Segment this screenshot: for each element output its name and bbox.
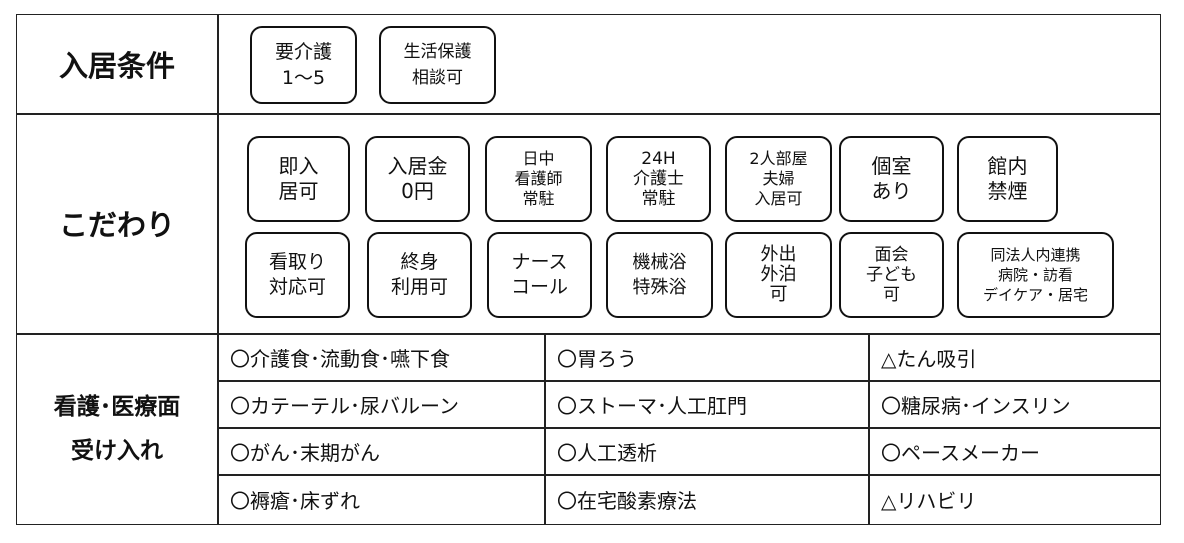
- medical-item: △たん吸引: [881, 346, 977, 371]
- feature-tag-text: 即入 居可: [278, 154, 319, 203]
- features-label: こだわり: [58, 208, 175, 242]
- label-column-divider: [217, 14, 219, 525]
- feature-tag-text: 同法人内連携 病院・訪看 デイケア・居宅: [982, 246, 1088, 304]
- feature-tag: 個室 あり: [839, 136, 944, 222]
- feature-tag: 同法人内連携 病院・訪看 デイケア・居宅: [957, 232, 1114, 318]
- feature-tag: 看取り 対応可: [245, 232, 350, 318]
- medical-item: 〇糖尿病･インスリン: [881, 393, 1071, 418]
- feature-tag-text: ナース コール: [510, 251, 568, 298]
- feature-tag-text: 個室 あり: [871, 154, 912, 203]
- feature-tag: 館内 禁煙: [957, 136, 1058, 222]
- feature-tag: 2人部屋 夫婦 入居可: [725, 136, 832, 222]
- feature-tag: 24H 介護士 常駐: [606, 136, 711, 222]
- medical-item: 〇褥瘡･床ずれ: [230, 489, 360, 513]
- feature-tag-text: 機械浴 特殊浴: [632, 252, 687, 298]
- feature-tag-text: 看取り 対応可: [268, 251, 326, 298]
- feature-tag: 日中 看護師 常駐: [485, 136, 592, 222]
- medical-col-divider-2: [868, 333, 870, 525]
- feature-tag-text: 24H 介護士 常駐: [633, 149, 684, 209]
- medical-item: 〇ペースメーカー: [881, 440, 1040, 465]
- feature-tag-text: 外出 外泊 可: [760, 244, 797, 305]
- medical-row-divider-2: [217, 427, 1161, 429]
- medical-item: 〇在宅酸素療法: [557, 489, 697, 513]
- medical-label-line1: 看護･医療面: [53, 394, 181, 420]
- condition-tag-welfare: 生活保護 相談可: [379, 26, 496, 104]
- medical-item: 〇胃ろう: [557, 346, 637, 371]
- medical-col-divider-1: [544, 333, 546, 525]
- medical-label-line2: 受け入れ: [71, 438, 163, 464]
- condition-tag-care-level: 要介護 1～5: [250, 26, 357, 104]
- feature-tag: ナース コール: [487, 232, 592, 318]
- facility-info-table: [16, 14, 1161, 525]
- feature-tag: 終身 利用可: [367, 232, 472, 318]
- feature-tag-text: 日中 看護師 常駐: [514, 149, 563, 208]
- medical-item: 〇介護食･流動食･嚥下食: [230, 346, 450, 371]
- feature-tag-text: 館内 禁煙: [987, 154, 1028, 203]
- condition-tag-text: 生活保護 相談可: [403, 42, 472, 88]
- feature-tag-text: 入居金 0円: [387, 154, 448, 203]
- feature-tag: 外出 外泊 可: [725, 232, 832, 318]
- feature-tag: 機械浴 特殊浴: [606, 232, 713, 318]
- medical-item: 〇人工透析: [557, 440, 657, 465]
- feature-tag: 即入 居可: [247, 136, 350, 222]
- row-divider-1: [16, 113, 1161, 115]
- medical-item: 〇ストーマ･人工肛門: [557, 393, 747, 418]
- row-divider-2: [16, 333, 1161, 335]
- feature-tag-text: 2人部屋 夫婦 入居可: [749, 149, 808, 208]
- medical-item: △リハビリ: [881, 489, 977, 513]
- medical-row-divider-1: [217, 380, 1161, 382]
- medical-item: 〇がん･末期がん: [230, 440, 380, 465]
- medical-item: 〇カテーテル･尿バルーン: [230, 393, 459, 418]
- feature-tag: 面会 子ども 可: [839, 232, 944, 318]
- medical-row-divider-3: [217, 474, 1161, 476]
- feature-tag-text: 面会 子ども 可: [866, 245, 917, 305]
- condition-tag-text: 要介護 1～5: [274, 41, 332, 89]
- medical-label: 看護･医療面 受け入れ: [16, 333, 218, 525]
- feature-tag-text: 終身 利用可: [390, 251, 448, 298]
- conditions-label: 入居条件: [58, 48, 175, 83]
- feature-tag: 入居金 0円: [365, 136, 470, 222]
